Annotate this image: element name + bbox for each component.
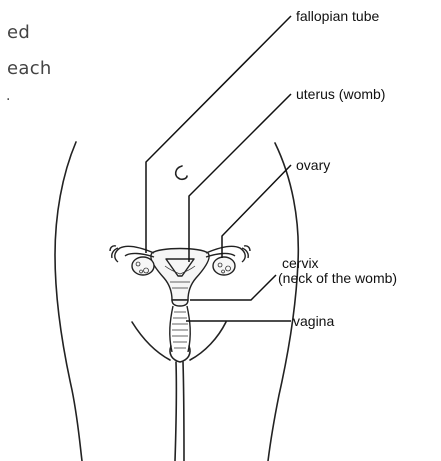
ovary-label: ovary	[296, 157, 330, 173]
right-body-outline	[268, 143, 298, 461]
cervix	[172, 300, 188, 306]
navel	[176, 166, 187, 179]
left-body-outline	[55, 142, 82, 461]
left-inner-thigh	[175, 362, 176, 461]
uterus-label: uterus (womb)	[296, 86, 385, 102]
left-ovary	[132, 257, 154, 275]
cervix-leader-line	[190, 275, 276, 300]
right-groin-crease	[190, 322, 226, 360]
fallopian-tube-leader-line	[146, 16, 291, 253]
uterus	[151, 249, 209, 301]
cervix-label: cervix	[282, 255, 319, 271]
cervix-sublabel: (neck of the womb)	[278, 270, 397, 286]
vagina-canal	[170, 306, 190, 352]
vagina-label: vagina	[293, 313, 334, 329]
left-fallopian-tube-outer	[125, 253, 154, 257]
right-inner-thigh	[183, 362, 184, 461]
vagina-rugae	[172, 312, 188, 348]
right-fallopian-tube-outer	[206, 253, 235, 257]
left-groin-crease	[132, 322, 170, 360]
ovary-leader-line	[222, 165, 291, 258]
fallopian-tube-label: fallopian tube	[296, 8, 379, 24]
uterus-leader-line	[189, 94, 291, 262]
